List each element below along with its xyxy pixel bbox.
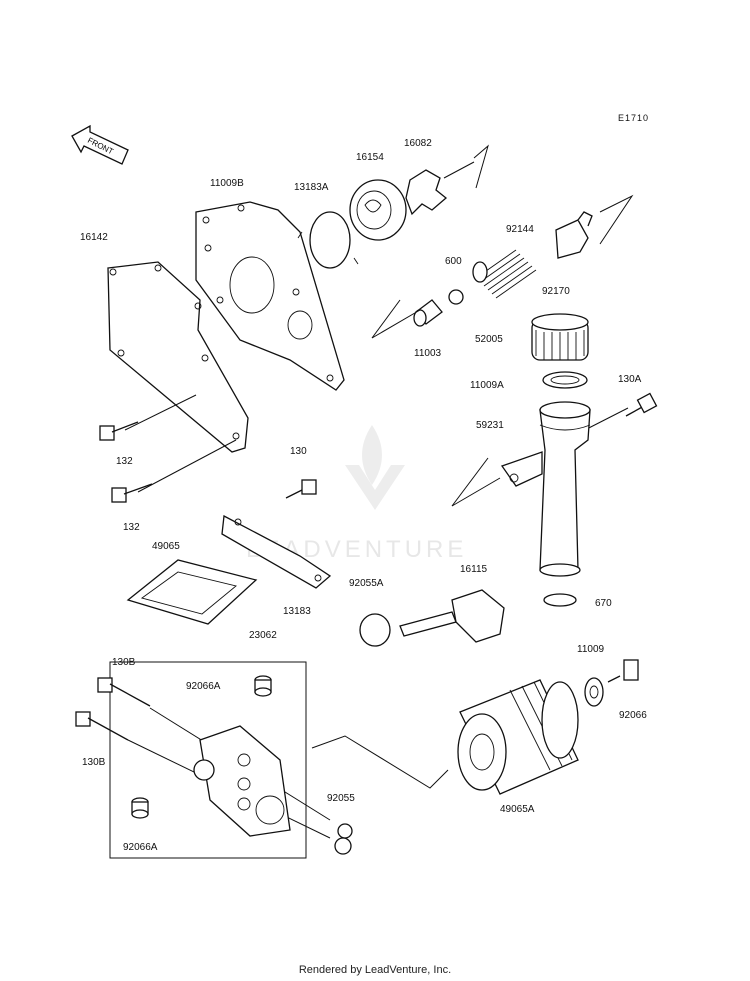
label-92066A-lower: 92066A: [123, 842, 158, 853]
label-130B-lower: 130B: [82, 757, 106, 768]
label-13183: 13183: [283, 606, 311, 617]
label-92055A: 92055A: [349, 578, 384, 589]
label-16115: 16115: [460, 564, 488, 575]
label-132-lower: 132: [123, 522, 140, 533]
strainer-49065: [126, 559, 258, 625]
o-ring-670: [543, 593, 577, 607]
label-49065A: 49065A: [500, 804, 535, 815]
label-600: 600: [445, 256, 462, 267]
label-132-upper: 132: [116, 456, 133, 467]
label-23062: 23062: [249, 630, 277, 641]
oil-filter-49065A: [457, 679, 579, 795]
bolt-92066: [607, 659, 639, 683]
label-13183A: 13183A: [294, 182, 329, 193]
bolt-130B-lower: [75, 711, 129, 741]
bolt-130: [285, 479, 317, 499]
bolt-132-upper: [99, 421, 139, 441]
label-52005: 52005: [475, 334, 503, 345]
plate-bore: [229, 256, 275, 314]
part-labels: 11009B 13183A 16154 16082 16142 92144 60…: [80, 138, 647, 853]
label-130: 130: [290, 446, 307, 457]
label-49065: 49065: [152, 541, 180, 552]
drive-gear-16082: [405, 161, 475, 216]
label-130A: 130A: [618, 374, 642, 385]
o-ring-11009A-inner: [550, 375, 580, 385]
plate-holes: [202, 204, 334, 382]
bolt-130B-upper: [97, 677, 151, 707]
plug-92066A-lower: [131, 797, 149, 819]
label-16082: 16082: [404, 138, 432, 149]
bracket-92170: [555, 211, 593, 259]
cover-13183A: [297, 211, 359, 269]
bolt-132-lower: [111, 483, 153, 503]
label-92144: 92144: [506, 224, 534, 235]
plate-small-bore: [287, 310, 313, 340]
label-130B-upper: 130B: [112, 657, 136, 668]
label-11009A: 11009A: [470, 380, 504, 391]
valve-11003: [413, 299, 443, 327]
cover-plate-13183: [221, 514, 332, 589]
bolt-130A: [625, 392, 658, 417]
o-ring-92055A: [359, 613, 391, 647]
washer-11009: [584, 677, 604, 707]
label-92170: 92170: [542, 286, 570, 297]
o-ring-11009A: [542, 371, 588, 389]
footer-credit: Rendered by LeadVenture, Inc.: [298, 964, 452, 976]
gasket-16142: [107, 261, 249, 453]
front-arrow-icon: FRONT: [71, 124, 129, 165]
ball-600: [448, 289, 464, 305]
label-59231: 59231: [476, 420, 504, 431]
plate-11009B: [195, 201, 345, 391]
leadventure-watermark: LEADVENTURE: [246, 425, 463, 563]
plug-92066A-upper: [254, 675, 272, 697]
label-670: 670: [595, 598, 612, 609]
o-ring-92055: [334, 823, 353, 855]
rotor-16154: [349, 179, 407, 241]
label-11003: 11003: [414, 348, 442, 359]
label-11009: 11009: [577, 644, 605, 655]
label-11009B: 11009B: [210, 178, 244, 189]
label-16142: 16142: [80, 232, 108, 243]
dipstick-16115: [399, 589, 505, 643]
label-92055: 92055: [327, 793, 355, 804]
gasket-16142-holes: [109, 264, 240, 440]
filler-cap-52005: [531, 313, 589, 361]
label-16154: 16154: [356, 152, 384, 163]
label-92066: 92066: [619, 710, 647, 721]
label-92066A-upper: 92066A: [186, 681, 221, 692]
diagram-code: E1710: [618, 113, 649, 123]
filler-tube-59231: [500, 401, 591, 577]
spring-92144: [472, 249, 537, 299]
filter-housing: [193, 725, 291, 837]
